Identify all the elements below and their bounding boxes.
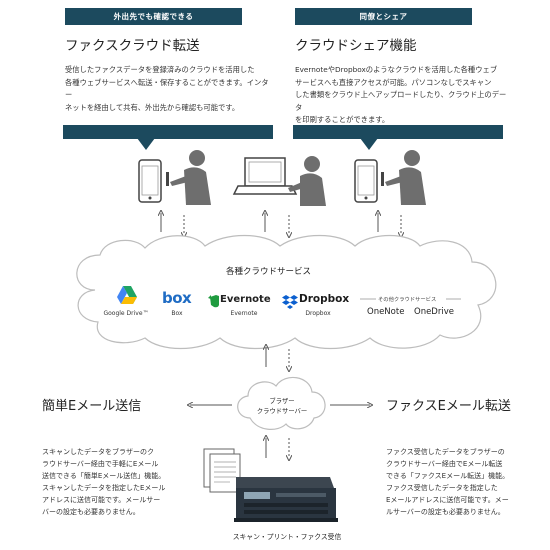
desc-line: Eメールアドレスに送信可能です。メー — [386, 496, 509, 504]
left-panel-desc: 受信したファクスデータを登録済みのクラウドを活用した 各種ウェブサービスへ転送・… — [65, 64, 275, 114]
dropbox-logo-text: Dropbox — [299, 293, 350, 305]
desc-line: バーの設定も必要ありません。 — [42, 508, 140, 516]
middle-arrows — [266, 347, 289, 369]
services-cloud-shape — [76, 234, 497, 350]
brother-cloud-line: クラウドサーバー — [256, 408, 308, 415]
other-services-label: その他クラウドサービス — [378, 297, 437, 303]
google-drive-icon — [117, 286, 137, 304]
right-bubble-bar — [293, 125, 503, 139]
upper-arrows — [161, 213, 401, 235]
evernote-icon — [208, 295, 219, 308]
desc-line: アドレスに送信可能です。メールサー — [42, 496, 161, 504]
right-panel-title: クラウドシェア機能 — [295, 38, 417, 54]
dropbox-label: Dropbox — [305, 310, 331, 317]
brother-cloud-line: ブラザー — [269, 398, 295, 405]
desc-line: 送信できる「簡単Eメール送信」機能。 — [42, 472, 166, 480]
fax-email-desc: ファクス受信したデータをブラザーの クラウドサーバー経由でEメール転送 できる「… — [386, 446, 536, 518]
dropbox-icon — [282, 295, 298, 309]
simple-email-desc: スキャンしたデータをブラザーのク ラウドサーバー経由で手軽にEメール 送信できる… — [42, 446, 192, 518]
desc-line: した書類をクラウド上へアップロードしたり、クラウド上のデータ — [295, 90, 507, 112]
lower-arrows — [266, 438, 289, 458]
right-panel-desc: EvernoteやDropboxのようなクラウドを活用した各種ウェブ サービスへ… — [295, 64, 510, 127]
desc-line: サービスへも直接アクセスが可能。パソコンなしでスキャン — [295, 77, 492, 87]
left-bubble-pointer — [137, 138, 155, 150]
google-drive-label: Google Drive™ — [103, 310, 149, 317]
laptop-icon — [232, 157, 298, 195]
desc-line: スキャンしたデータをブラザーのク — [42, 448, 154, 456]
simple-email-title: 簡単Eメール送信 — [42, 399, 142, 414]
right-panel-tag: 同僚とシェア — [295, 8, 472, 25]
left-smartphone-icon — [138, 159, 162, 203]
right-smartphone-icon — [354, 159, 378, 203]
right-person-icon — [381, 150, 426, 205]
left-panel-tag: 外出先でも確認できる — [65, 8, 242, 25]
printer-icon — [234, 477, 338, 522]
box-label: Box — [171, 310, 183, 317]
onedrive-label: OneDrive — [414, 307, 454, 317]
desc-line: クラウドサーバー経由でEメール転送 — [386, 460, 503, 468]
left-panel-title: ファクスクラウド転送 — [65, 38, 200, 54]
onenote-label: OneNote — [367, 307, 405, 317]
printer-caption: スキャン・プリント・ファクス受信 — [232, 533, 342, 541]
desc-line: 受信したファクスデータを登録済みのクラウドを活用した — [65, 65, 255, 74]
desc-line: ファクス受信したデータをブラザーの — [386, 448, 505, 456]
center-person-icon — [288, 156, 326, 206]
left-person-icon — [166, 150, 211, 205]
desc-line: ルサーバーの設定も必要ありません。 — [386, 508, 505, 516]
desc-line: を印刷することができます。 — [295, 115, 390, 124]
evernote-logo-text: Evernote — [220, 294, 271, 305]
fax-email-title: ファクスEメール転送 — [386, 399, 511, 414]
evernote-label: Evernote — [230, 310, 258, 317]
desc-line: ファクス受信したデータを指定した — [386, 484, 498, 492]
cloud-services-title: 各種クラウドサービス — [226, 267, 312, 277]
brother-cloud-shape — [237, 376, 326, 430]
right-bubble-pointer — [360, 138, 378, 150]
desc-line: できる「ファクスEメール転送」機能。 — [386, 472, 510, 480]
box-logo-icon: box — [162, 289, 192, 307]
desc-line: ラウドサーバー経由で手軽にEメール — [42, 460, 159, 468]
document-stack-icon — [203, 448, 241, 493]
desc-line: 各種ウェブサービスへ転送・保存することができます。インター — [65, 77, 269, 100]
desc-line: ネットを経由して共有、外出先から確認も可能です。 — [65, 102, 240, 112]
brother-cloud-label: ブラザー クラウドサーバー — [250, 397, 314, 417]
desc-line: スキャンしたデータを指定したEメール — [42, 484, 166, 492]
desc-line: EvernoteやDropboxのようなクラウドを活用した各種ウェブ — [295, 65, 498, 74]
left-bubble-bar — [63, 125, 273, 139]
